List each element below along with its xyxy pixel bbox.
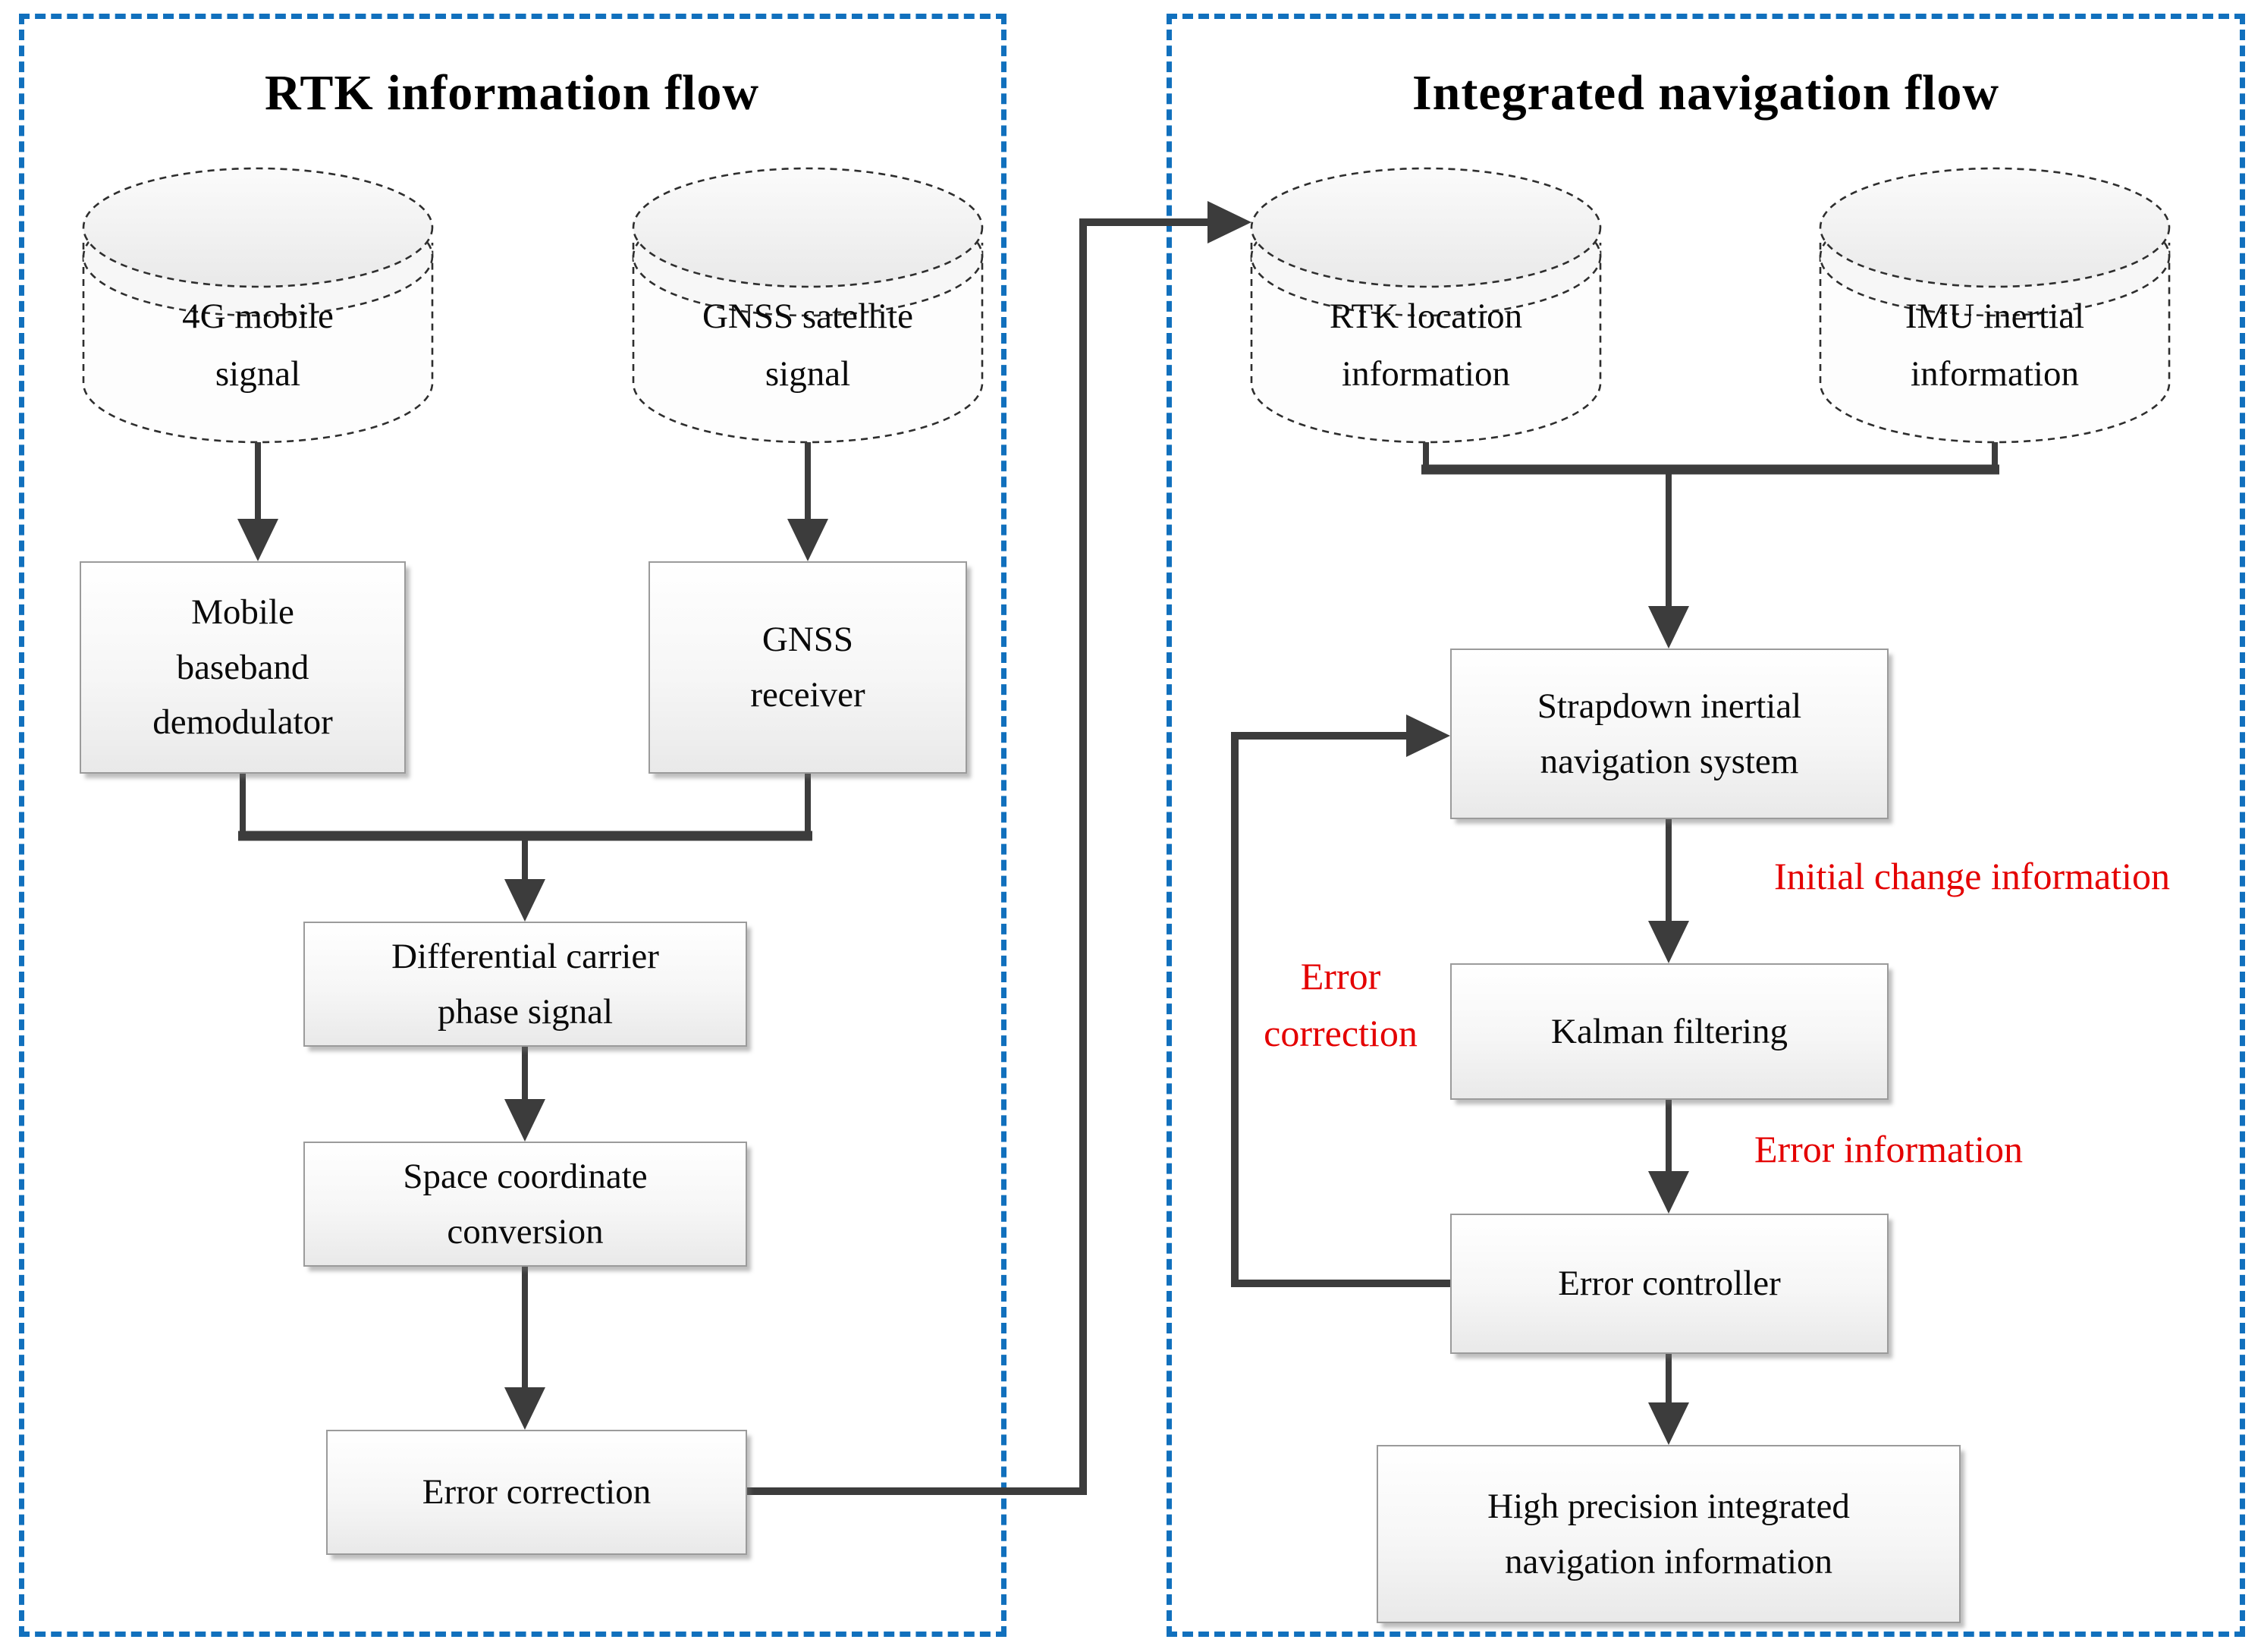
node-error-correction: Error correction [326, 1430, 747, 1555]
arrow-differential-to-space [504, 1045, 545, 1142]
cylinder-rtk-location-information [1250, 167, 1602, 444]
label-line: Error controller [1558, 1264, 1781, 1304]
cylinder-gnss-satellite-signal [632, 167, 984, 444]
label-line: navigation system [1540, 741, 1799, 781]
node-differential-carrier-phase-signal: Differential carrier phase signal [303, 922, 747, 1047]
label-line: demodulator [152, 702, 333, 743]
arrow-error-controller-to-high-precision [1648, 1354, 1689, 1445]
arrow-4g-to-demodulator [237, 442, 278, 561]
label-line: baseband [176, 647, 309, 687]
integrated-nav-panel [1167, 14, 2245, 1637]
arrow-error-correction-to-rtk-location [747, 201, 1251, 1495]
label-line: Error information [1754, 1127, 2024, 1170]
cylinder-imu-inertial-information [1819, 167, 2171, 444]
cylinder-4g-mobile-signal [82, 167, 434, 444]
label-line: receiver [750, 675, 865, 715]
rtk-flow-panel [19, 14, 1006, 1637]
label-line: Space coordinate [403, 1156, 648, 1196]
node-error-controller: Error controller [1450, 1214, 1889, 1354]
label-line: conversion [447, 1211, 604, 1252]
arrow-merge-to-differential [504, 840, 545, 922]
label-line: Mobile [191, 592, 294, 632]
cylinder-label-4g-mobile-signal: 4G mobile signal [83, 265, 432, 425]
node-kalman-filtering: Kalman filtering [1450, 963, 1889, 1100]
label-line: 4G mobile [182, 296, 334, 336]
label-line: correction [1264, 1012, 1418, 1054]
label-line: High precision integrated [1487, 1486, 1850, 1526]
node-strapdown-inertial-navigation-system: Strapdown inertial navigation system [1450, 649, 1889, 819]
label-line: navigation information [1504, 1541, 1833, 1581]
node-space-coordinate-conversion: Space coordinate conversion [303, 1142, 747, 1267]
label-line: signal [765, 354, 851, 394]
right-panel-title: Integrated navigation flow [1412, 65, 1999, 121]
arrow-gnss-to-receiver [787, 442, 828, 561]
merge-demodulator-receiver [238, 774, 812, 841]
merge-rtk-imu [1421, 442, 1999, 475]
label-line: Kalman filtering [1551, 1011, 1788, 1051]
arrow-strapdown-to-kalman [1648, 819, 1689, 963]
label-line: GNSS [762, 620, 854, 660]
annotation-error-information: Error information [1710, 1111, 2067, 1187]
annotation-initial-change-information: Initial change information [1699, 838, 2245, 914]
label-line: Error correction [422, 1472, 652, 1512]
label-line: IMU inertial [1905, 296, 2085, 336]
label-line: phase signal [437, 991, 614, 1032]
label-line: GNSS satellite [702, 296, 914, 336]
cylinder-label-gnss-satellite-signal: GNSS satellite signal [633, 265, 982, 425]
node-high-precision-integrated-navigation-information: High precision integrated navigation inf… [1377, 1445, 1961, 1623]
annotation-error-correction: Error correction [1202, 937, 1479, 1073]
arrow-kalman-to-error-controller [1648, 1100, 1689, 1214]
label-line: RTK location [1329, 296, 1523, 336]
cylinder-label-imu-inertial-information: IMU inertial information [1820, 265, 2169, 425]
arrow-merge-to-strapdown [1648, 474, 1689, 649]
arrow-space-to-error-correction [504, 1265, 545, 1430]
label-line: information [1342, 354, 1510, 394]
feedback-error-controller-to-strapdown [1231, 715, 1450, 1287]
label-line: signal [215, 354, 301, 394]
label-line: information [1911, 354, 2079, 394]
label-line: Error [1300, 955, 1381, 997]
label-line: Initial change information [1773, 854, 2171, 897]
left-panel-title: RTK information flow [265, 65, 759, 121]
node-gnss-receiver: GNSS receiver [648, 561, 967, 774]
label-line: Differential carrier [391, 936, 659, 976]
label-line: Strapdown inertial [1537, 686, 1802, 726]
node-mobile-baseband-demodulator: Mobile baseband demodulator [80, 561, 406, 774]
cylinder-label-rtk-location-information: RTK location information [1251, 265, 1600, 425]
